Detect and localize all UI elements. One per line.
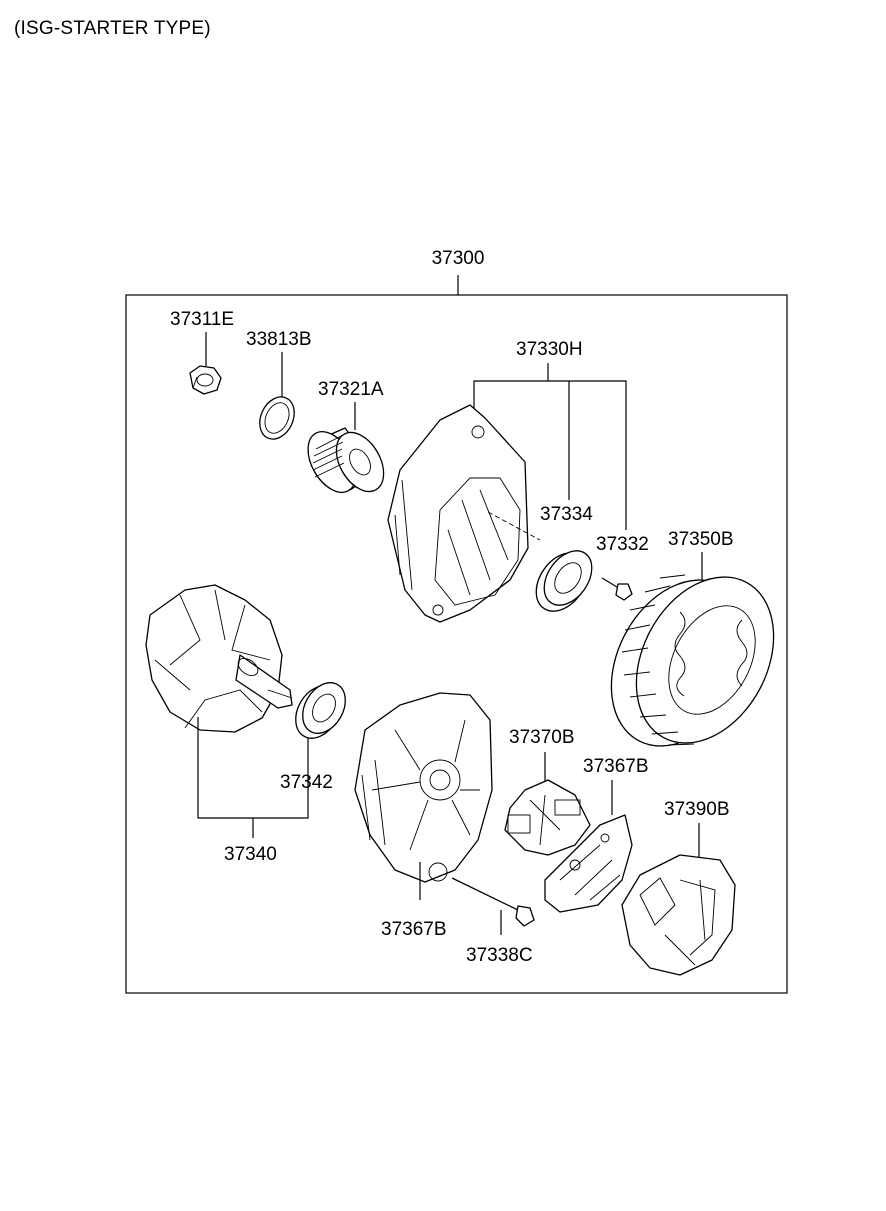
label-37332[interactable]: 37332 <box>596 534 649 555</box>
pulley-part[interactable] <box>298 423 393 500</box>
front-bracket-part[interactable] <box>387 404 541 623</box>
label-37367B[interactable]: 37367B <box>583 756 649 777</box>
label-37330H[interactable]: 37330H <box>516 339 583 360</box>
leader-37340-group <box>197 717 309 819</box>
rear-bearing-part[interactable] <box>287 675 354 746</box>
label-37338C[interactable]: 37338C <box>466 945 533 966</box>
label-37367B-rear[interactable]: 37367B <box>381 919 447 940</box>
label-37390B[interactable]: 37390B <box>664 799 730 820</box>
rectifier-part[interactable] <box>544 814 633 913</box>
nut-part[interactable] <box>189 365 222 395</box>
front-bearing-part[interactable] <box>526 542 602 621</box>
stator-part[interactable] <box>584 553 801 770</box>
small-bolt-part[interactable] <box>601 577 633 601</box>
rear-cover-part[interactable] <box>621 854 736 976</box>
rotor-part[interactable] <box>145 584 293 733</box>
label-37342[interactable]: 37342 <box>280 772 333 793</box>
label-37311E[interactable]: 37311E <box>170 309 234 330</box>
through-bolt-part[interactable] <box>451 877 535 927</box>
label-33813B[interactable]: 33813B <box>246 329 312 350</box>
rear-bracket-part[interactable] <box>354 692 493 883</box>
leader-37330H-bracket <box>473 380 627 530</box>
diagram-title: (ISG-STARTER TYPE) <box>14 18 211 39</box>
label-37321A[interactable]: 37321A <box>318 379 384 400</box>
washer-part[interactable] <box>253 391 301 444</box>
label-37300: 37300 <box>432 248 485 269</box>
label-37340[interactable]: 37340 <box>224 844 277 865</box>
label-37334[interactable]: 37334 <box>540 504 593 525</box>
regulator-part[interactable] <box>504 779 591 856</box>
assembly-frame <box>125 294 788 994</box>
label-37370B[interactable]: 37370B <box>509 727 575 748</box>
label-37350B[interactable]: 37350B <box>668 529 734 550</box>
